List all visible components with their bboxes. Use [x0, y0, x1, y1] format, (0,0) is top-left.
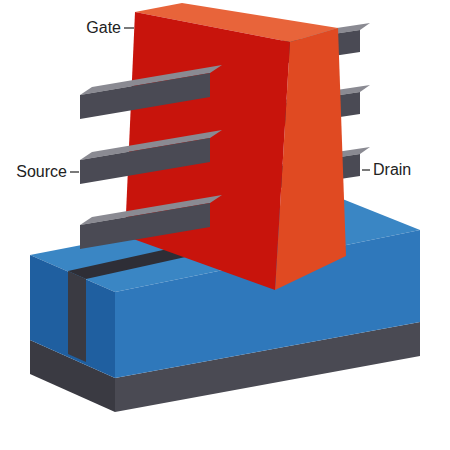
source-fins: [80, 65, 222, 249]
part-label: Gate: [86, 20, 121, 36]
leader-line: [124, 27, 134, 28]
leader-line: [362, 169, 370, 170]
trench-face: [68, 271, 86, 362]
part-label: Drain: [373, 162, 411, 178]
part-label: Source: [16, 164, 67, 180]
leader-line: [70, 171, 79, 172]
